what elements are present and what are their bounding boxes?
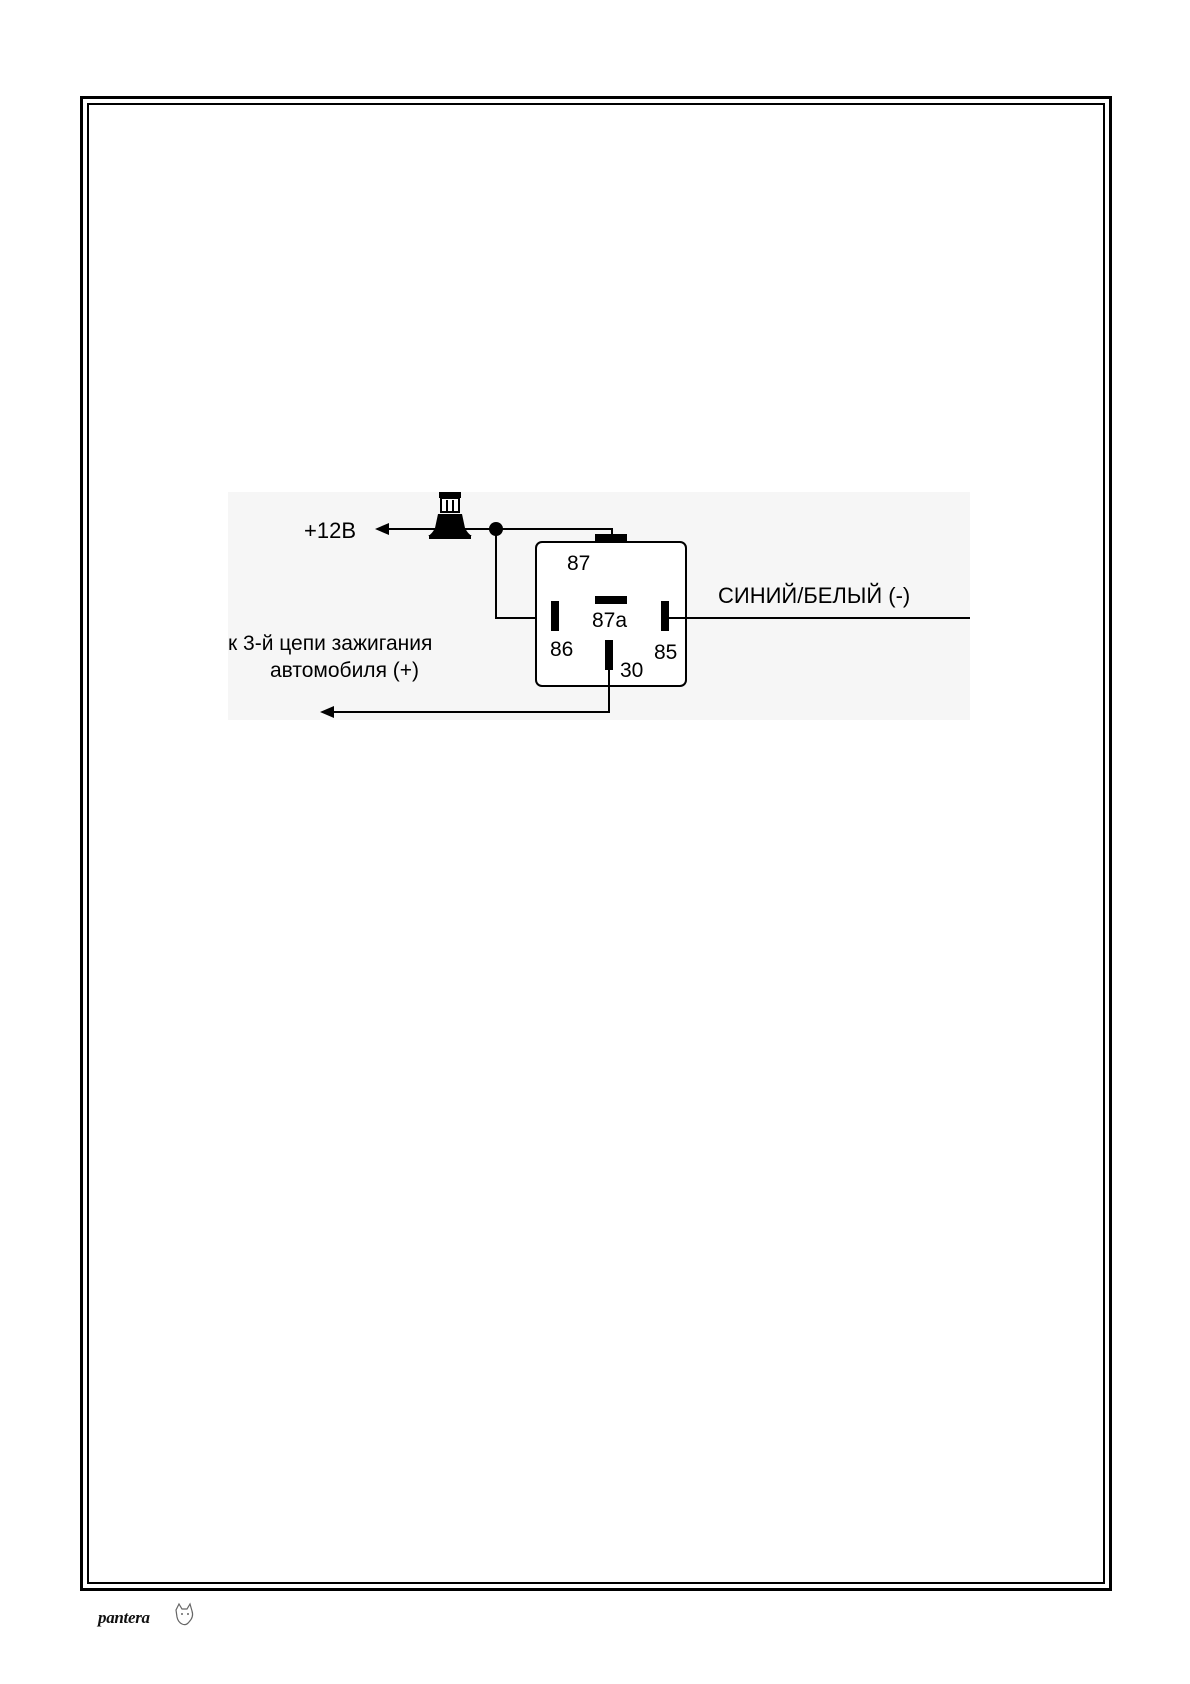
label-ignition-line2: автомобиля (+) bbox=[270, 659, 419, 682]
contact-87 bbox=[595, 534, 627, 542]
pin-label-86: 86 bbox=[550, 638, 573, 661]
contact-30 bbox=[605, 640, 613, 670]
arrow-12v-icon bbox=[375, 523, 389, 535]
fuse-icon bbox=[428, 492, 472, 539]
pantera-logo: pantera bbox=[98, 1602, 198, 1636]
pin-label-87a: 87a bbox=[592, 609, 627, 632]
contact-86 bbox=[551, 601, 559, 631]
pin-label-85: 85 bbox=[654, 641, 677, 664]
page-border-inner bbox=[87, 103, 1105, 1584]
label-ignition-line1: к 3-й цепи зажигания bbox=[228, 632, 432, 655]
contact-87a bbox=[595, 596, 627, 604]
contact-85 bbox=[661, 601, 669, 631]
logo-text: pantera bbox=[98, 1608, 150, 1627]
page-border-outer bbox=[80, 96, 1112, 1591]
label-wire-color: СИНИЙ/БЕЛЫЙ (-) bbox=[718, 583, 910, 608]
arrow-ignition-icon bbox=[320, 706, 334, 718]
pin-label-87: 87 bbox=[567, 552, 590, 575]
cat-head-icon bbox=[175, 1602, 194, 1626]
wire-pin-30 bbox=[332, 670, 610, 713]
pin-label-30: 30 bbox=[620, 659, 643, 682]
label-12v: +12В bbox=[304, 518, 356, 543]
wire-to-pin-86 bbox=[495, 529, 552, 619]
